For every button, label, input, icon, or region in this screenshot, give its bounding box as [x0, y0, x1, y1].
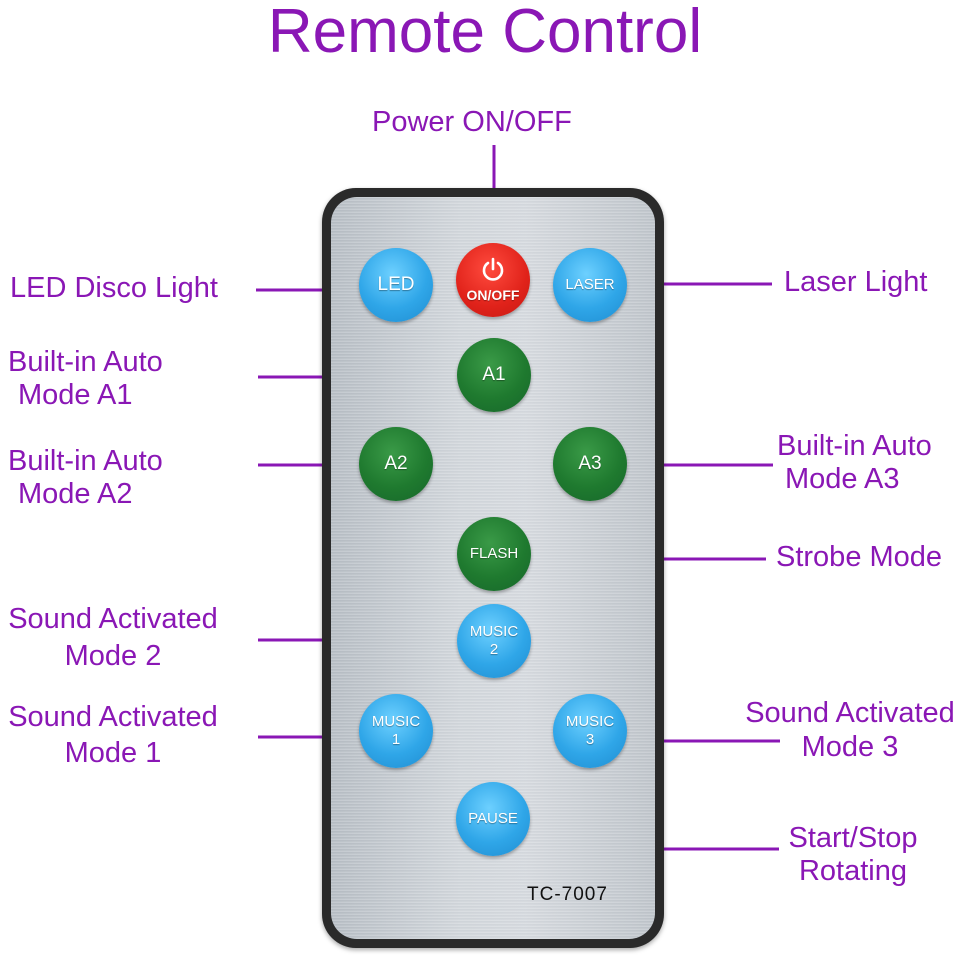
a1-button[interactable]: A1 — [457, 338, 531, 412]
label-sound2-line2: Mode 2 — [64, 640, 162, 672]
label-sound1-line1: Sound Activated — [8, 701, 218, 733]
led-button[interactable]: LED — [359, 248, 433, 322]
label-laser: Laser Light — [784, 266, 928, 298]
a2-button-label: A2 — [384, 453, 408, 474]
label-power: Power ON/OFF — [372, 106, 572, 138]
label-sound3-line1: Sound Activated — [745, 697, 955, 729]
label-sound1-line2: Mode 1 — [64, 737, 162, 769]
led-button-label: LED — [377, 274, 415, 295]
label-a1-line1: Built-in Auto — [8, 346, 163, 378]
model-number: TC-7007 — [527, 884, 608, 905]
music1-button-label: MUSIC — [371, 713, 421, 730]
power-button[interactable]: ON/OFF — [456, 243, 530, 317]
a3-button[interactable]: A3 — [553, 427, 627, 501]
a3-button-label: A3 — [578, 453, 602, 474]
page-title: Remote Control — [267, 0, 703, 66]
label-sound3-line2: Mode 3 — [801, 731, 899, 763]
label-strobe: Strobe Mode — [776, 541, 943, 573]
laser-button-label: LASER — [565, 276, 615, 293]
power-button-label: ON/OFF — [466, 287, 520, 303]
music3-button-label: MUSIC — [565, 713, 615, 730]
label-a3-line2: Mode A3 — [785, 463, 900, 495]
a1-button-label: A1 — [482, 364, 506, 385]
music2-button-label: MUSIC — [469, 623, 519, 640]
pause-button[interactable]: PAUSE — [456, 782, 530, 856]
music1-button[interactable]: MUSIC 1 — [359, 694, 433, 768]
label-a2-line1: Built-in Auto — [8, 445, 163, 477]
music3-button-number: 3 — [585, 731, 595, 748]
a2-button[interactable]: A2 — [359, 427, 433, 501]
music2-button-number: 2 — [489, 641, 499, 658]
pause-button-label: PAUSE — [468, 810, 518, 827]
flash-button-label: FLASH — [469, 545, 519, 562]
laser-button[interactable]: LASER — [553, 248, 627, 322]
power-icon — [482, 257, 504, 281]
music1-button-number: 1 — [391, 731, 401, 748]
label-a2-line2: Mode A2 — [18, 478, 133, 510]
music3-button[interactable]: MUSIC 3 — [553, 694, 627, 768]
label-startstop-line1: Start/Stop — [788, 822, 918, 854]
label-a1-line2: Mode A1 — [18, 379, 133, 411]
flash-button[interactable]: FLASH — [457, 517, 531, 591]
label-a3-line1: Built-in Auto — [777, 430, 932, 462]
label-startstop-line2: Rotating — [798, 855, 907, 887]
music2-button[interactable]: MUSIC 2 — [457, 604, 531, 678]
label-led: LED Disco Light — [10, 272, 218, 304]
label-sound2-line1: Sound Activated — [8, 603, 218, 635]
